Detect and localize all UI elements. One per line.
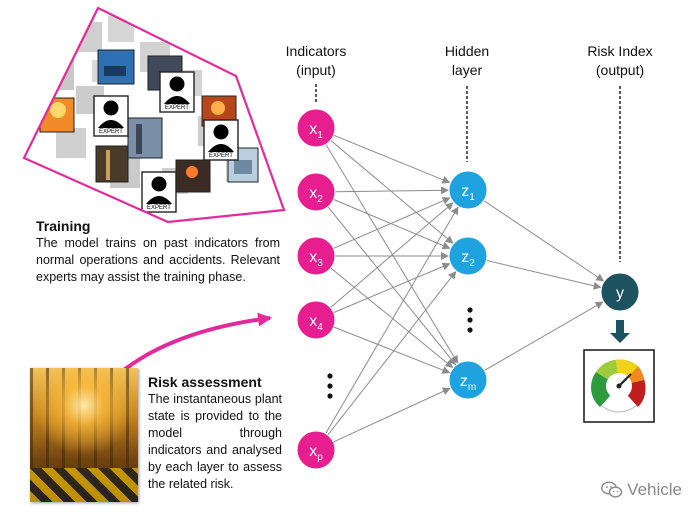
edge-x4-zm [333,326,451,374]
network-nodes: x1 x2 x3 x4 xp z1 z2 zm y [296,108,640,470]
hidden-label-line1: Hidden [444,43,490,59]
expert-label: EXPERT [165,105,189,111]
edge-x2-zm [327,206,457,366]
indicators-label: Indicators (input) [266,42,366,80]
node-x1: x1 [296,108,336,148]
expert-avatar: EXPERT [93,95,129,137]
risk-assessment-title: Risk assessment [148,374,262,390]
indicators-label-line2: (input) [296,62,336,78]
node-x2: x2 [296,172,336,212]
input-arrow [122,312,272,372]
hidden-layer-label: Hidden layer [427,42,507,80]
input-ellipsis [327,373,333,399]
node-z2: z2 [448,236,488,276]
edge-x4-z1 [330,202,454,309]
connections [325,134,605,443]
edge-x1-zm [325,144,459,364]
risk-assessment-text-block: Risk assessment The instantaneous plant … [148,373,282,493]
expert-label: EXPERT [209,153,233,159]
edge-x1-z1 [333,134,451,184]
node-x3: x3 [296,236,336,276]
expert-avatar: EXPERT [159,71,195,113]
hidden-ellipsis [467,307,473,333]
training-description: The model trains on past indicators from… [36,236,280,284]
edge-x2-z2 [333,198,451,250]
node-xp: xp [296,430,336,470]
edge-z1-y [483,200,605,282]
node-x4: x4 [296,300,336,340]
risk-index-label: Risk Index (output) [570,42,670,80]
risk-label-line1: Risk Index [587,43,653,59]
training-title: Training [36,218,91,234]
expert-avatar: EXPERT [141,171,177,213]
expert-avatar: EXPERT [203,119,239,161]
expert-label: EXPERT [147,205,171,211]
training-collage: EXPERT EXPERT EXPERT EXPERT [22,6,286,224]
plant-photo [30,368,138,502]
hidden-label-line2: layer [451,62,483,78]
output-to-gauge-arrow [610,320,630,343]
watermark-text: Vehicle [627,480,682,499]
risk-assessment-description: The instantaneous plant state is provide… [148,392,282,491]
indicators-label-line1: Indicators [285,43,347,59]
edge-z2-y [486,259,602,290]
watermark: Vehicle [601,480,682,500]
node-z1: z1 [448,170,488,210]
training-collage-outline [22,6,286,224]
risk-label-line2: (output) [595,62,645,78]
node-label-y: y [616,285,624,302]
node-y: y [600,272,640,312]
edge-xp-z1 [325,206,459,434]
wechat-icon [601,481,623,498]
edge-xp-z2 [327,270,457,436]
edge-x3-z1 [333,197,451,249]
edge-x4-z2 [333,262,451,314]
edge-x3-zm [330,267,454,368]
edge-xp-zm [333,387,451,443]
risk-gauge-icon [583,349,655,423]
training-text-block: Training The model trains on past indica… [36,217,280,286]
edge-zm-y [484,301,604,371]
expert-label: EXPERT [99,129,123,135]
edge-x1-z2 [330,139,454,244]
edge-x2-z1 [334,186,450,195]
node-zm: zm [448,360,488,400]
